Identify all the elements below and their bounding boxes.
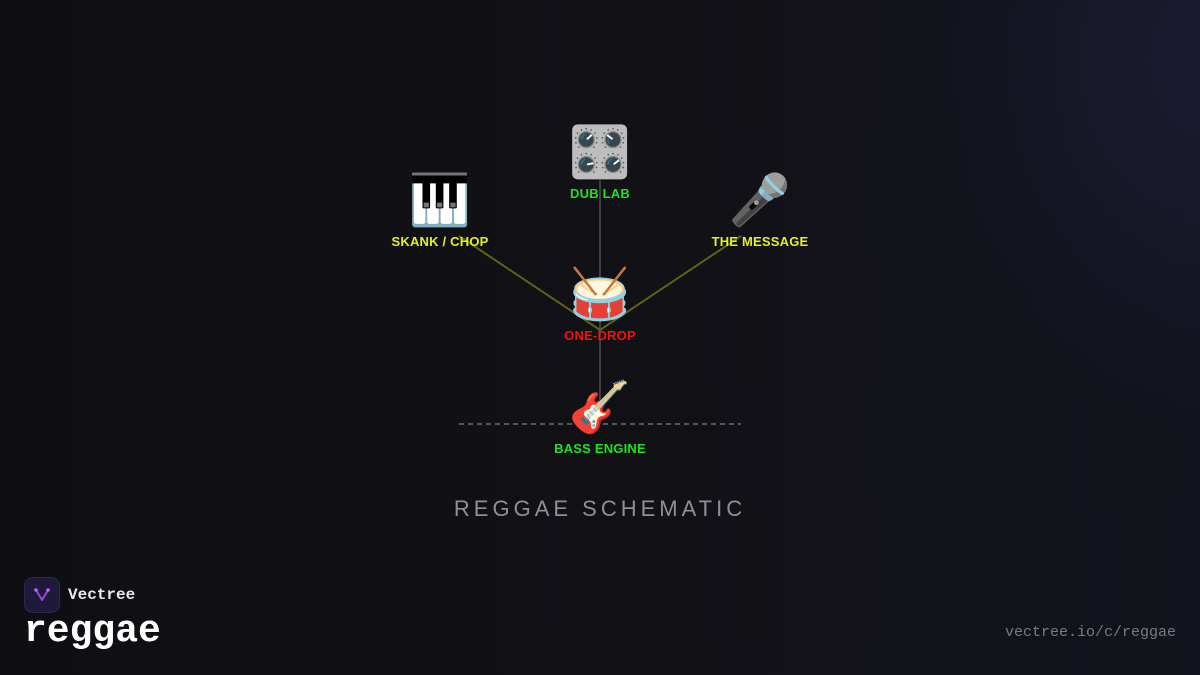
connector-skank-to-one-drop <box>458 235 601 331</box>
node-dub-lab[interactable]: 🎛️ DUB LAB <box>500 124 700 201</box>
vectree-logo-icon <box>24 577 60 613</box>
node-label-skank-chop: SKANK / CHOP <box>391 234 489 249</box>
page-url[interactable]: vectree.io/c/reggae <box>1004 624 1176 641</box>
mixer-knobs-icon: 🎛️ <box>568 123 632 181</box>
node-the-message[interactable]: 🎤 THE MESSAGE <box>660 172 860 249</box>
node-label-the-message: THE MESSAGE <box>711 234 809 249</box>
diagram-title: REGGAE SCHEMATIC <box>453 496 747 521</box>
guitar-icon: 🎸 <box>568 378 632 436</box>
brand[interactable]: Vectree <box>24 577 135 613</box>
brand-name: Vectree <box>68 586 136 604</box>
node-bass-engine[interactable]: 🎸 BASS ENGINE <box>500 379 700 456</box>
drum-icon: 🥁 <box>568 265 632 323</box>
microphone-icon: 🎤 <box>728 171 792 229</box>
node-label-one-drop: ONE-DROP <box>564 328 636 343</box>
node-label-dub-lab: DUB LAB <box>570 186 630 201</box>
page-heading: reggae <box>24 610 161 653</box>
node-label-bass-engine: BASS ENGINE <box>554 441 646 456</box>
connector-message-to-one-drop <box>599 235 742 331</box>
node-one-drop[interactable]: 🥁 ONE-DROP <box>500 266 700 343</box>
piano-keys-icon: 🎹 <box>408 171 472 229</box>
node-skank-chop[interactable]: 🎹 SKANK / CHOP <box>340 172 540 249</box>
